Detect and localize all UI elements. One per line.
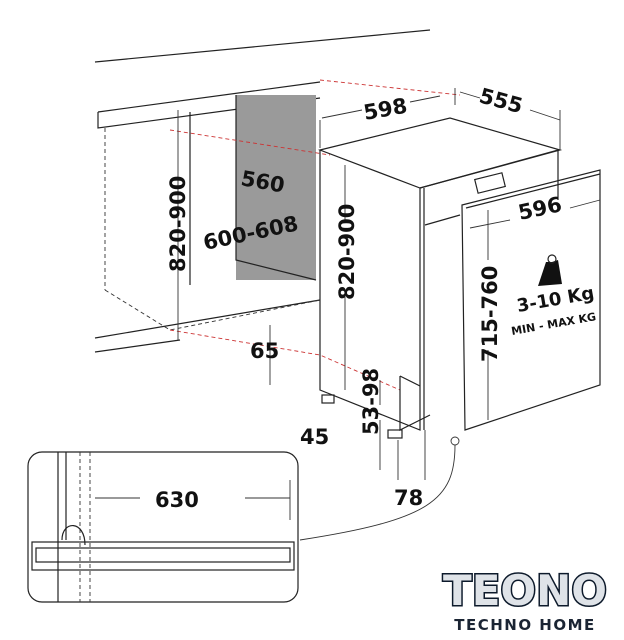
foot bbox=[321, 394, 335, 404]
foot bbox=[387, 429, 403, 439]
logo-brand: TEONO bbox=[443, 566, 607, 615]
dim-45: 45 bbox=[300, 425, 329, 449]
dim-niche-height: 820-900 bbox=[166, 176, 190, 272]
logo-tagline: TECHNO HOME bbox=[454, 616, 596, 634]
dim-65: 65 bbox=[250, 339, 279, 363]
dim-unit-height: 820-900 bbox=[335, 204, 359, 300]
dim-715-760: 715-760 bbox=[478, 266, 502, 362]
dim-630: 630 bbox=[155, 488, 199, 512]
cabinet-niche bbox=[94, 79, 461, 391]
dim-598: 598 bbox=[362, 94, 409, 125]
weight-icon bbox=[538, 260, 562, 286]
dim-596: 596 bbox=[516, 192, 564, 225]
inset-detail bbox=[27, 451, 299, 603]
dim-53-98: 53-98 bbox=[359, 368, 383, 435]
control-panel-display bbox=[473, 172, 507, 194]
brand-logo: TEONO TECHNO HOME bbox=[442, 565, 609, 635]
door-panel bbox=[461, 169, 601, 431]
dim-555: 555 bbox=[477, 84, 526, 119]
niche-back-wall bbox=[236, 95, 316, 280]
dim-78: 78 bbox=[394, 486, 423, 510]
dimension-lines bbox=[177, 88, 601, 541]
